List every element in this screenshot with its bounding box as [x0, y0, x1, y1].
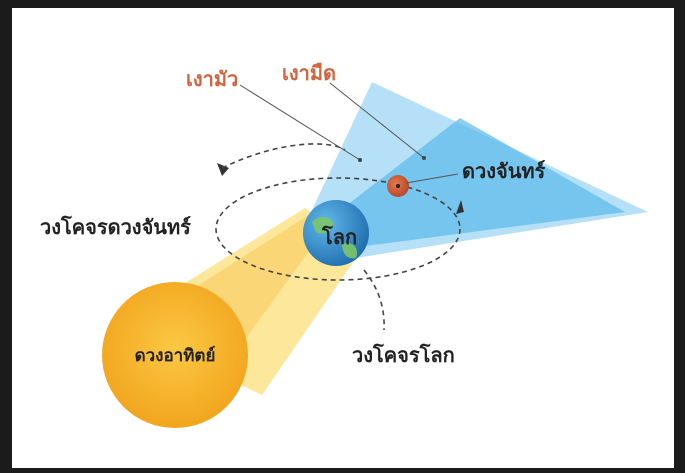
earth-landmass-icon [342, 242, 358, 259]
orbit-arrow-right-icon [456, 200, 464, 214]
moon-center-dot [396, 184, 400, 188]
sun-label: ดวงอาทิตย์ [135, 345, 216, 366]
moon-label: ดวงจันทร์ [462, 159, 546, 183]
moon-orbit-path [215, 177, 461, 281]
earth-landmass-icon [312, 216, 334, 234]
orbit-arrow-left-icon [217, 163, 229, 176]
penumbra-leader [239, 84, 361, 161]
moon-orbit-label: วงโคจรดวงจันทร์ [40, 215, 191, 239]
umbra-region [320, 118, 625, 248]
sun [102, 282, 248, 428]
moon-leader [405, 173, 459, 184]
umbra-label: เงามืด [282, 61, 336, 85]
penumbra-label: เงามัว [186, 67, 238, 91]
earth-label: โลก [321, 225, 357, 249]
earth-orbit-label: วงโคจรโลก [352, 343, 455, 367]
umbra-leader [329, 82, 425, 159]
